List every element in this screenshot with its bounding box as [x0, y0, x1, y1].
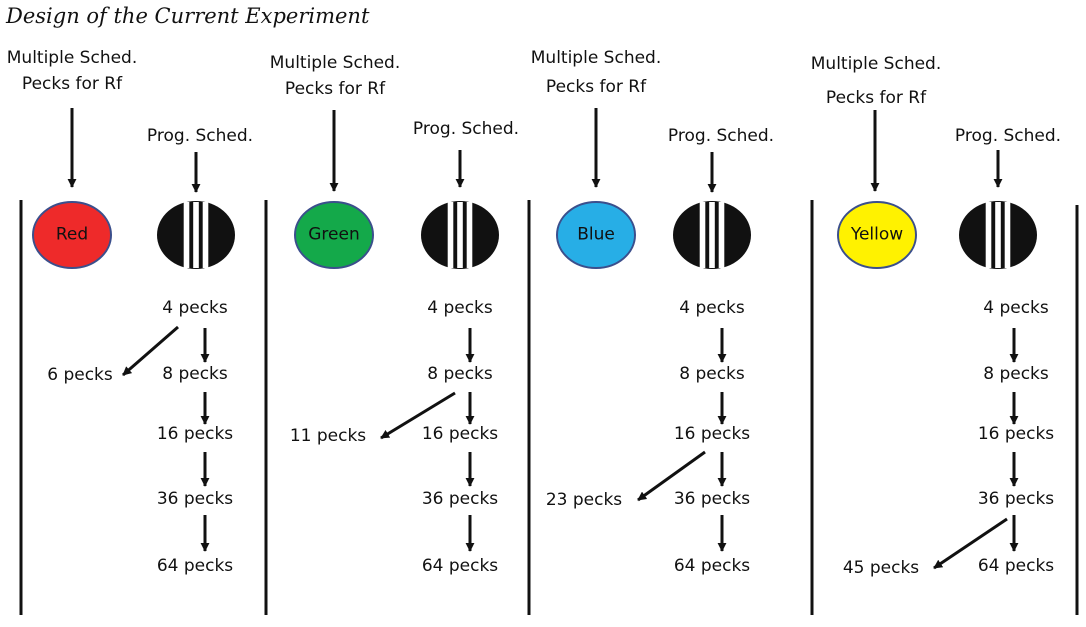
peck-requirement-label: 4 pecks — [983, 298, 1049, 318]
color-key-label: Green — [308, 224, 360, 245]
color-key-label: Blue — [577, 224, 615, 245]
peck-requirement-label: 36 pecks — [977, 489, 1055, 509]
multiple-schedule-label: Multiple Sched. — [810, 54, 942, 74]
peck-requirement-label: 4 pecks — [162, 298, 228, 318]
progressive-schedule-label: Prog. Sched. — [954, 126, 1062, 146]
color-key-label: Red — [55, 224, 89, 245]
multiple-schedule-label: Multiple Sched. — [269, 53, 401, 73]
figure-title: Design of the Current Experiment — [6, 4, 370, 28]
probe-arrow — [637, 450, 706, 502]
color-key-label: Yellow — [850, 224, 904, 245]
probe-arrow — [380, 391, 456, 440]
color-key-disc — [556, 201, 636, 269]
peck-requirement-label: 64 pecks — [156, 556, 234, 576]
probe-peck-label: 6 pecks — [47, 365, 113, 385]
peck-requirement-label: 36 pecks — [421, 489, 499, 509]
key-stripe — [995, 202, 1001, 268]
pecks-for-rf-label: Pecks for Rf — [284, 79, 386, 99]
key-stripe — [466, 202, 473, 268]
probe-peck-label: 11 pecks — [289, 426, 367, 446]
key-stripe — [718, 202, 725, 268]
key-stripe — [1004, 202, 1011, 268]
pecks-for-rf-label: Pecks for Rf — [545, 77, 647, 97]
probe-arrow — [933, 517, 1008, 570]
peck-requirement-label: 64 pecks — [977, 556, 1055, 576]
peck-requirement-label: 8 pecks — [679, 364, 745, 384]
peck-requirement-label: 8 pecks — [983, 364, 1049, 384]
color-key-disc — [837, 201, 917, 269]
peck-requirement-label: 8 pecks — [162, 364, 228, 384]
peck-requirement-label: 36 pecks — [156, 489, 234, 509]
peck-requirement-label: 16 pecks — [673, 424, 751, 444]
probe-peck-label: 23 pecks — [545, 490, 623, 510]
peck-requirement-label: 16 pecks — [421, 424, 499, 444]
multiple-schedule-label: Multiple Sched. — [530, 48, 662, 68]
key-stripe — [457, 202, 463, 268]
peck-requirement-label: 16 pecks — [156, 424, 234, 444]
pecks-for-rf-label: Pecks for Rf — [21, 74, 123, 94]
color-key-disc — [294, 201, 374, 269]
key-stripe — [183, 202, 190, 268]
peck-requirement-label: 64 pecks — [673, 556, 751, 576]
key-stripe — [699, 202, 706, 268]
key-stripe — [447, 202, 454, 268]
peck-requirement-label: 64 pecks — [421, 556, 499, 576]
peck-requirement-label: 36 pecks — [673, 489, 751, 509]
progressive-schedule-label: Prog. Sched. — [412, 119, 520, 139]
key-stripe — [202, 202, 209, 268]
peck-requirement-label: 8 pecks — [427, 364, 493, 384]
peck-requirement-label: 4 pecks — [427, 298, 493, 318]
color-key-disc — [32, 201, 112, 269]
peck-requirement-label: 16 pecks — [977, 424, 1055, 444]
probe-arrow — [122, 325, 179, 377]
pecks-for-rf-label: Pecks for Rf — [825, 88, 927, 108]
key-stripe — [985, 202, 992, 268]
progressive-schedule-label: Prog. Sched. — [667, 126, 775, 146]
multiple-schedule-label: Multiple Sched. — [6, 48, 138, 68]
probe-peck-label: 45 pecks — [842, 558, 920, 578]
key-stripe — [193, 202, 199, 268]
peck-requirement-label: 4 pecks — [679, 298, 745, 318]
key-stripe — [709, 202, 715, 268]
progressive-schedule-label: Prog. Sched. — [146, 126, 254, 146]
